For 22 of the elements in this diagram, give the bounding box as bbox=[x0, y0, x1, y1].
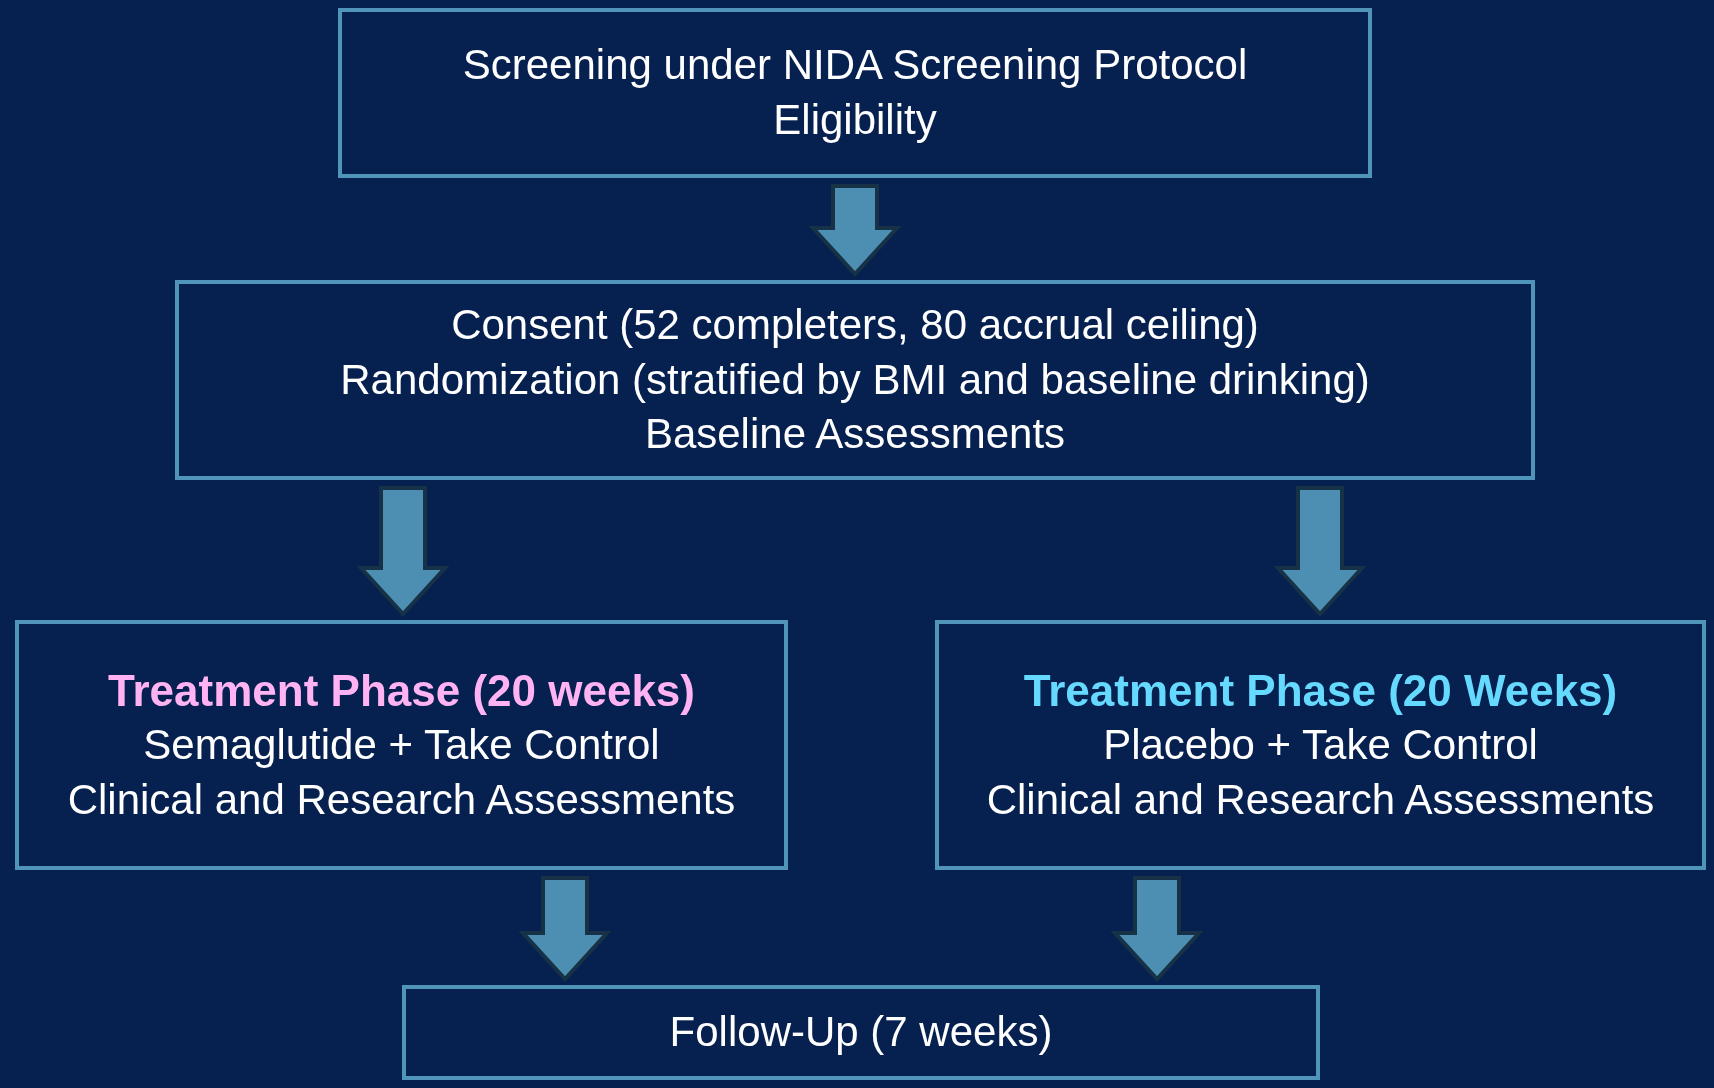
block-arrow bbox=[518, 876, 612, 982]
box-text: Eligibility bbox=[773, 95, 937, 145]
box-text: Baseline Assessments bbox=[644, 409, 1066, 460]
box-text: Screening under NIDA Screening Protocol bbox=[462, 40, 1248, 91]
box-text: Semaglutide + Take Control bbox=[143, 719, 660, 770]
block-arrow bbox=[1110, 876, 1204, 982]
box-text: Randomization (stratified by BMI and baseline drinking) bbox=[340, 354, 1370, 405]
process-box bbox=[15, 620, 788, 870]
box-text: Consent (52 completers, 80 accrual ceiling) bbox=[451, 300, 1259, 351]
process-box bbox=[338, 8, 1372, 178]
box-text: Clinical and Research Assessments bbox=[67, 774, 736, 825]
box-text: Follow-Up (7 weeks) bbox=[669, 1007, 1053, 1058]
phase-heading: Treatment Phase (20 weeks) bbox=[108, 664, 695, 717]
process-box bbox=[175, 280, 1535, 480]
process-box bbox=[402, 985, 1320, 1080]
block-arrow bbox=[808, 184, 902, 277]
box-text: Placebo + Take Control bbox=[1103, 719, 1538, 770]
box-text: Clinical and Research Assessments bbox=[986, 774, 1655, 825]
phase-heading: Treatment Phase (20 Weeks) bbox=[1023, 664, 1618, 717]
process-box bbox=[935, 620, 1706, 870]
block-arrow bbox=[1273, 486, 1367, 617]
block-arrow bbox=[356, 486, 450, 617]
